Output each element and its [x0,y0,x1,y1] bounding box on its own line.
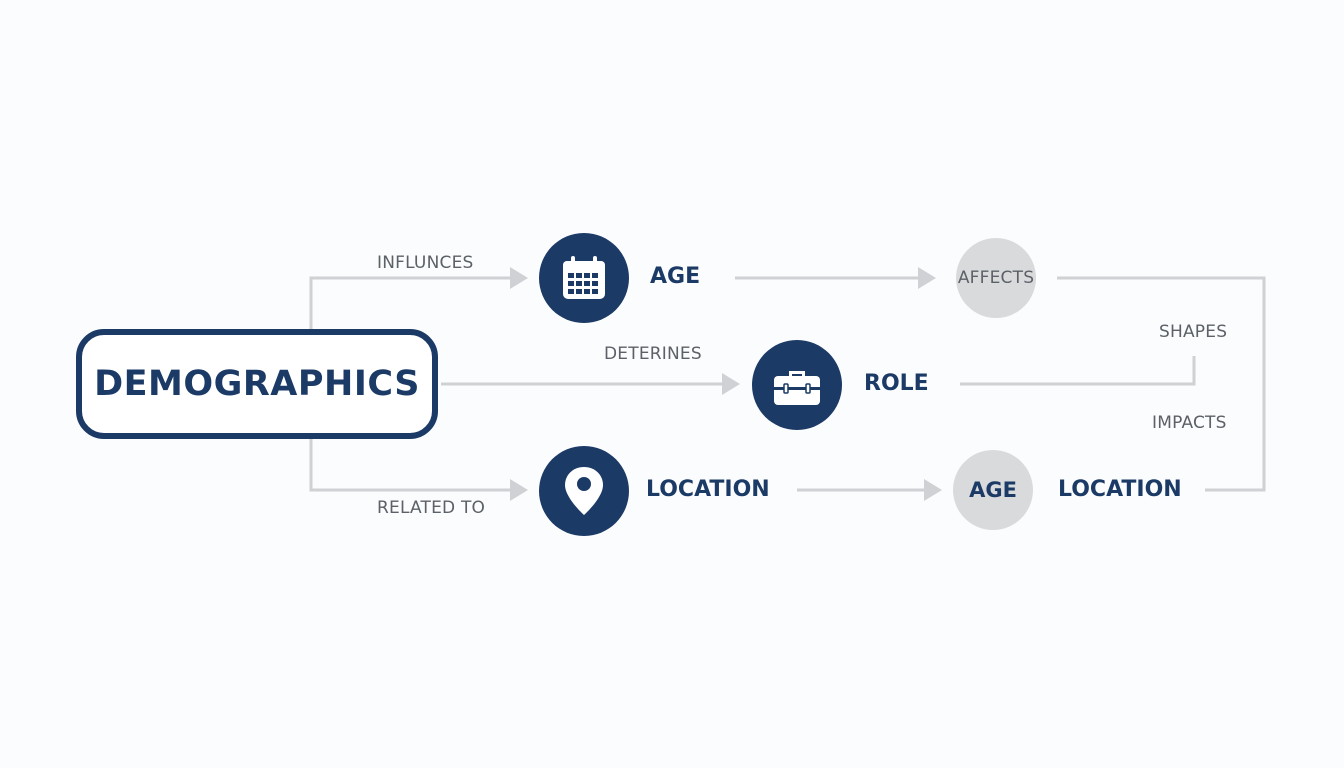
edge-label-impacts: IMPACTS [1152,413,1227,433]
arrowhead-age [924,479,942,501]
arrowhead-deterines [722,373,740,395]
edge-influnces-line [309,276,512,329]
affects-label: AFFECTS [957,268,1035,288]
arrowhead-influnces [510,267,528,289]
age-label: AGE [650,264,701,289]
edge-label-shapes: SHAPES [1159,322,1228,342]
location-label: LOCATION [646,477,770,502]
location-pin-icon [565,467,603,515]
edge-related-to-line [309,439,512,492]
age2-label: AGE [969,478,1017,502]
edge-label-deterines: DETERINES [604,344,702,364]
edge-affects-bus-line [1057,276,1266,492]
calendar-icon [563,256,605,299]
location2-label: LOCATION [1058,477,1182,502]
affects-circle: AFFECTS [956,238,1036,318]
edge-label-related-to: RELATED TO [377,498,486,518]
location-circle [539,446,629,536]
briefcase-icon [774,371,820,405]
edge-shapes-line [960,356,1196,386]
demographics-node: DEMOGRAPHICS [76,329,438,439]
age2-circle: AGE [953,450,1033,530]
edge-label-influnces: INFLUNCES [377,253,474,273]
role-circle [752,340,842,430]
age-circle [539,233,629,323]
arrowhead-affects [918,267,936,289]
arrowhead-related-to [510,479,528,501]
demographics-label: DEMOGRAPHICS [94,364,420,404]
role-label: ROLE [864,371,929,396]
